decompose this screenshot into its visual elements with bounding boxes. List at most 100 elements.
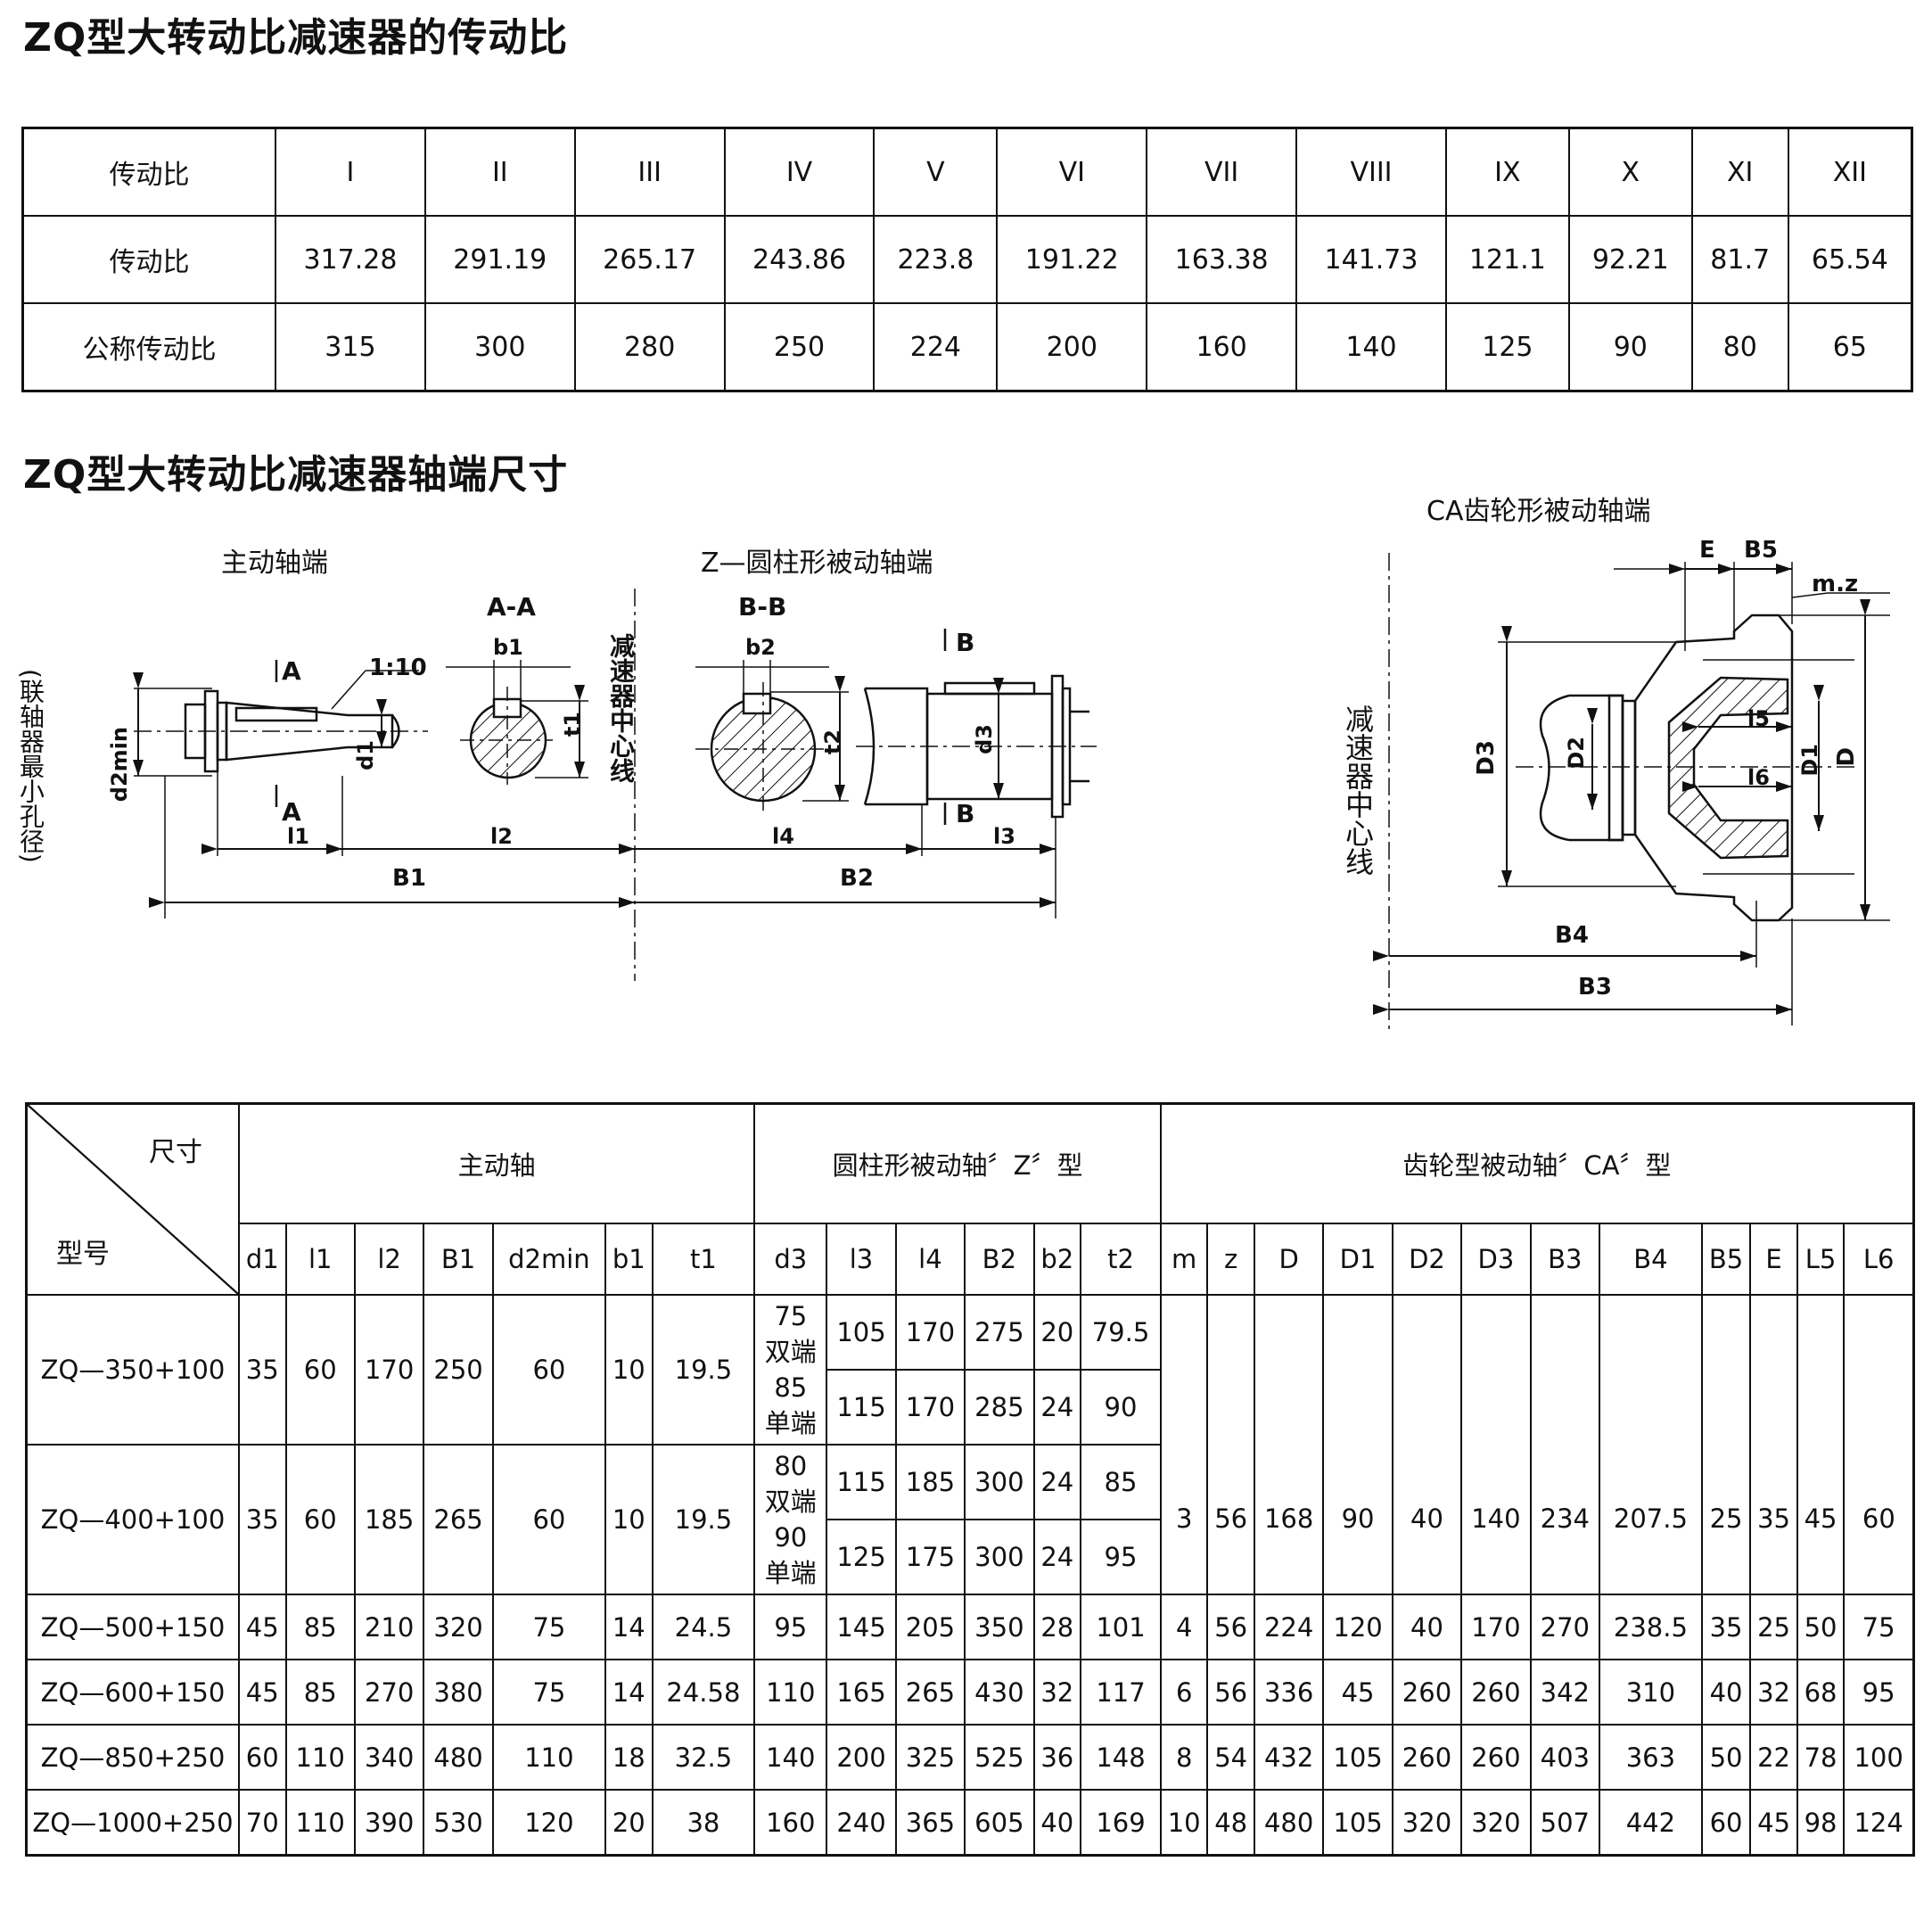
table-cell: 170 bbox=[353, 1294, 425, 1446]
row-label: 公称传动比 bbox=[21, 302, 276, 392]
table-cell: 250 bbox=[423, 1294, 494, 1446]
ratio-cell: 160 bbox=[1146, 302, 1298, 392]
table-row: ZQ—1000+250 70 110 390 530 120 20 38 160… bbox=[25, 1789, 1915, 1857]
ratio-cell: 65.54 bbox=[1787, 215, 1913, 304]
table-cell: 165 bbox=[826, 1659, 897, 1726]
table-cell: 95 bbox=[1843, 1659, 1915, 1726]
shaft-dimensions-table: 尺寸 型号 主动轴 圆柱形被动轴〞Z〞型 齿轮型被动轴〞CA〞型 d1 l1 l… bbox=[25, 1102, 1915, 1857]
ratio-cell: 200 bbox=[996, 302, 1148, 392]
table-cell: 75 bbox=[491, 1594, 607, 1660]
ratio-col-header: XII bbox=[1787, 127, 1913, 217]
table-cell: 75 bbox=[1843, 1594, 1915, 1660]
table-cell: 90 bbox=[1341, 1503, 1375, 1534]
table-cell: 350 bbox=[964, 1594, 1035, 1660]
table-cell: 14 bbox=[604, 1594, 654, 1660]
table-cell: 275 bbox=[964, 1294, 1035, 1371]
dim-b1: b1 bbox=[493, 635, 523, 660]
table-cell: 24 bbox=[1032, 1369, 1082, 1446]
group-drive-shaft: 主动轴 bbox=[237, 1102, 756, 1224]
table-cell: 200 bbox=[826, 1724, 897, 1791]
table-cell: 105 bbox=[826, 1294, 897, 1371]
table-cell: 480 bbox=[1253, 1789, 1325, 1857]
table-cell: 300 bbox=[964, 1444, 1035, 1520]
table-row: ZQ—600+150 45 85 270 380 75 14 24.58 110… bbox=[25, 1659, 1915, 1726]
table-cell: 340 bbox=[353, 1724, 425, 1791]
empty-cell bbox=[1599, 1294, 1703, 1595]
table-cell: 285 bbox=[964, 1369, 1035, 1446]
col-header: d1 bbox=[238, 1223, 287, 1296]
table-cell: 32 bbox=[1032, 1659, 1082, 1726]
table-cell: 22 bbox=[1749, 1724, 1798, 1791]
ratio-cell: 125 bbox=[1444, 302, 1570, 392]
table-cell: 530 bbox=[423, 1789, 494, 1857]
table-cell: 260 bbox=[1460, 1659, 1532, 1726]
model-cell: ZQ—500+150 bbox=[25, 1594, 240, 1660]
table-cell: 70 bbox=[238, 1789, 287, 1857]
table-cell: 35 bbox=[1757, 1503, 1790, 1534]
table-cell: 85 bbox=[284, 1659, 356, 1726]
table-cell: 210 bbox=[353, 1594, 425, 1660]
centerline-label-right: 减速器中心线 bbox=[1341, 704, 1375, 876]
col-header: D3 bbox=[1460, 1223, 1532, 1296]
table-cell: 56 bbox=[1214, 1503, 1248, 1534]
header-label: 传动比 bbox=[21, 127, 276, 217]
table-cell: 300 bbox=[964, 1519, 1035, 1595]
table-cell: 20 bbox=[1032, 1294, 1082, 1371]
table-cell: 265 bbox=[894, 1659, 966, 1726]
col-header: B2 bbox=[964, 1223, 1035, 1296]
table-cell: 48 bbox=[1206, 1789, 1255, 1857]
row-label: 传动比 bbox=[21, 215, 276, 304]
table-cell: 380 bbox=[423, 1659, 494, 1726]
ratio-cell: 92.21 bbox=[1567, 215, 1693, 304]
table-cell: 60 bbox=[1862, 1503, 1895, 1534]
ratio-cell: 315 bbox=[275, 302, 426, 392]
ratio-col-header: IX bbox=[1444, 127, 1570, 217]
dim-B3: B3 bbox=[1578, 974, 1612, 1001]
table-cell: 4 bbox=[1159, 1594, 1209, 1660]
table-cell: 320 bbox=[1460, 1789, 1532, 1857]
table-cell: 168 bbox=[1263, 1503, 1314, 1534]
table-cell: 170 bbox=[1460, 1594, 1532, 1660]
ratio-header-row: 传动比 I II III IV V VI VII VIII IX X XI XI… bbox=[21, 127, 1913, 217]
table-cell: 24.58 bbox=[651, 1659, 756, 1726]
table-row: 125 175 300 24 95 bbox=[27, 1519, 1914, 1595]
table-cell: 60 bbox=[238, 1724, 287, 1791]
table-cell: 36 bbox=[1032, 1724, 1082, 1791]
z-end-label: Z—圆柱形被动轴端 bbox=[701, 548, 933, 579]
table-cell: 25 bbox=[1709, 1503, 1743, 1534]
table-cell: 117 bbox=[1080, 1659, 1162, 1726]
table-cell: 45 bbox=[1804, 1503, 1837, 1534]
ratio-col-header: X bbox=[1567, 127, 1693, 217]
table-cell: 110 bbox=[491, 1724, 607, 1791]
ratio-cell: 265.17 bbox=[573, 215, 726, 304]
table-cell: 342 bbox=[1529, 1659, 1601, 1726]
ratio-cell: 80 bbox=[1690, 302, 1789, 392]
table-cell: 110 bbox=[284, 1789, 356, 1857]
ratio-cell: 141.73 bbox=[1295, 215, 1447, 304]
table-cell: 38 bbox=[651, 1789, 756, 1857]
empty-cell bbox=[1460, 1294, 1532, 1595]
col-header: B4 bbox=[1599, 1223, 1703, 1296]
dim-B5: B5 bbox=[1744, 537, 1778, 564]
empty-cell bbox=[1159, 1294, 1209, 1595]
ratio-cell: 243.86 bbox=[723, 215, 876, 304]
table-cell: 365 bbox=[894, 1789, 966, 1857]
ratio-col-header: II bbox=[423, 127, 576, 217]
table-cell: 98 bbox=[1796, 1789, 1846, 1857]
section-a-bottom: A bbox=[282, 797, 301, 827]
table-cell: 115 bbox=[826, 1369, 897, 1446]
table-cell: 480 bbox=[423, 1724, 494, 1791]
table-cell: 115 bbox=[826, 1444, 897, 1520]
table-cell: 10 bbox=[604, 1294, 654, 1446]
col-header: d3 bbox=[753, 1223, 828, 1296]
table-cell: 170 bbox=[894, 1369, 966, 1446]
z-shaft bbox=[856, 629, 1097, 825]
table-cell: 45 bbox=[238, 1659, 287, 1726]
table-cell: 19.5 bbox=[651, 1444, 756, 1595]
table-cell: 605 bbox=[964, 1789, 1035, 1857]
ratio-actual-row: 传动比 317.28 291.19 265.17 243.86 223.8 19… bbox=[21, 215, 1913, 304]
table-row: ZQ—850+250 60 110 340 480 110 18 32.5 14… bbox=[25, 1724, 1915, 1791]
ratio-cell: 223.8 bbox=[873, 215, 999, 304]
table-cell: 145 bbox=[826, 1594, 897, 1660]
table-row: 115 170 285 24 90 bbox=[27, 1369, 1914, 1446]
